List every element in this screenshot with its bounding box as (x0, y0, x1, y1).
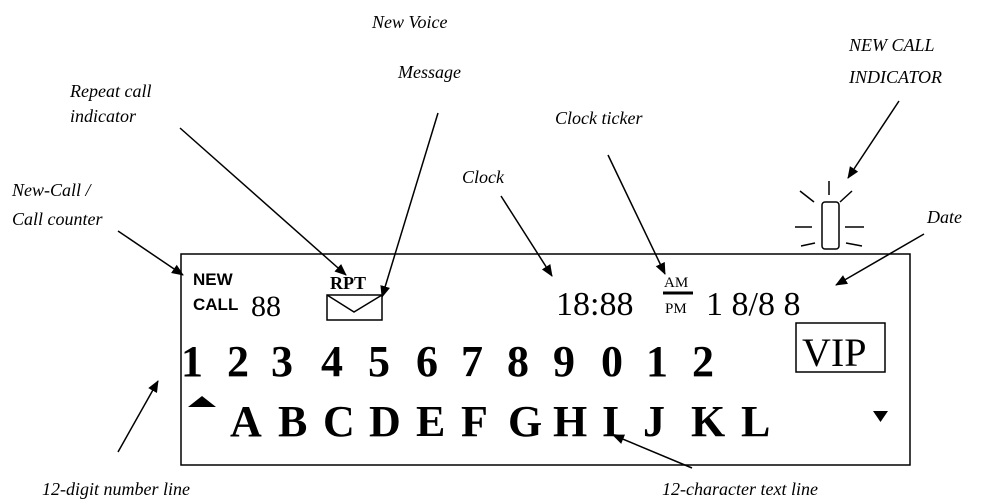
letter-cell: G (508, 397, 542, 446)
callout-new-call-indicator-line1: NEW CALL (848, 35, 935, 55)
letter-cell: F (461, 397, 488, 446)
digit-cell: 6 (416, 337, 438, 386)
digit-cell: 4 (321, 337, 343, 386)
letter-cell: D (369, 397, 401, 446)
digit-cell: 8 (507, 337, 529, 386)
scroll-up-arrow-icon (188, 396, 216, 407)
date-value: 1 8/8 8 (706, 286, 800, 323)
letter-cell: C (323, 397, 355, 446)
arrow-new-voice (380, 112, 439, 298)
callout-number-line: 12-digit number line (42, 479, 190, 499)
am-label: AM (664, 275, 688, 291)
new-label: NEW (193, 270, 234, 289)
arrow-repeat (179, 127, 347, 276)
letter-cell: J (643, 397, 665, 446)
callout-new-voice-line1: New Voice (371, 12, 447, 32)
digit-cell: 7 (461, 337, 483, 386)
callout-new-voice-line2: Message (397, 62, 461, 82)
digit-cell: 5 (368, 337, 390, 386)
digit-cell: 9 (553, 337, 575, 386)
envelope-icon (326, 294, 383, 321)
call-label: CALL (193, 295, 238, 314)
arrow-new-call-indicator (847, 100, 900, 179)
callout-clock-ticker: Clock ticker (555, 108, 643, 128)
callout-date: Date (926, 207, 962, 227)
arrow-clock (500, 195, 553, 277)
digit-cell: 3 (271, 337, 293, 386)
arrow-number-line (117, 380, 159, 453)
letter-cell: L (741, 397, 770, 446)
callout-counter-line1: New-Call / (11, 180, 93, 200)
letter-cell: I (602, 397, 619, 446)
digit-cell: 0 (601, 337, 623, 386)
arrow-counter (117, 230, 184, 276)
rpt-label: RPT (330, 273, 366, 293)
arrow-clock-ticker (607, 154, 666, 275)
clock-value: 18:88 (556, 286, 633, 323)
callout-text-line: 12-character text line (662, 479, 818, 499)
letter-cell: B (278, 397, 307, 446)
arrow-date (835, 233, 925, 286)
digit-cell: 2 (227, 337, 249, 386)
callout-repeat-line1: Repeat call (69, 81, 151, 101)
vip-label: VIP (802, 330, 866, 375)
digit-cell: 1 (646, 337, 668, 386)
digit-cell: 1 (181, 337, 203, 386)
letter-cell: H (553, 397, 587, 446)
callout-clock: Clock (462, 167, 505, 187)
letter-cell: K (691, 397, 725, 446)
callout-new-call-indicator-line2: INDICATOR (848, 67, 942, 87)
callout-repeat-line2: indicator (70, 106, 137, 126)
call-counter-digits: 88 (251, 290, 281, 323)
vip-box (795, 322, 886, 373)
scroll-down-arrow-icon (873, 411, 888, 422)
lcd-frame (180, 253, 911, 466)
new-call-lamp-icon (795, 181, 864, 250)
digit-cell: 2 (692, 337, 714, 386)
letter-cell: E (416, 397, 445, 446)
arrow-text-line (612, 434, 693, 469)
letter-cell: A (230, 397, 262, 446)
callout-counter-line2: Call counter (12, 209, 103, 229)
pm-label: PM (665, 301, 687, 317)
